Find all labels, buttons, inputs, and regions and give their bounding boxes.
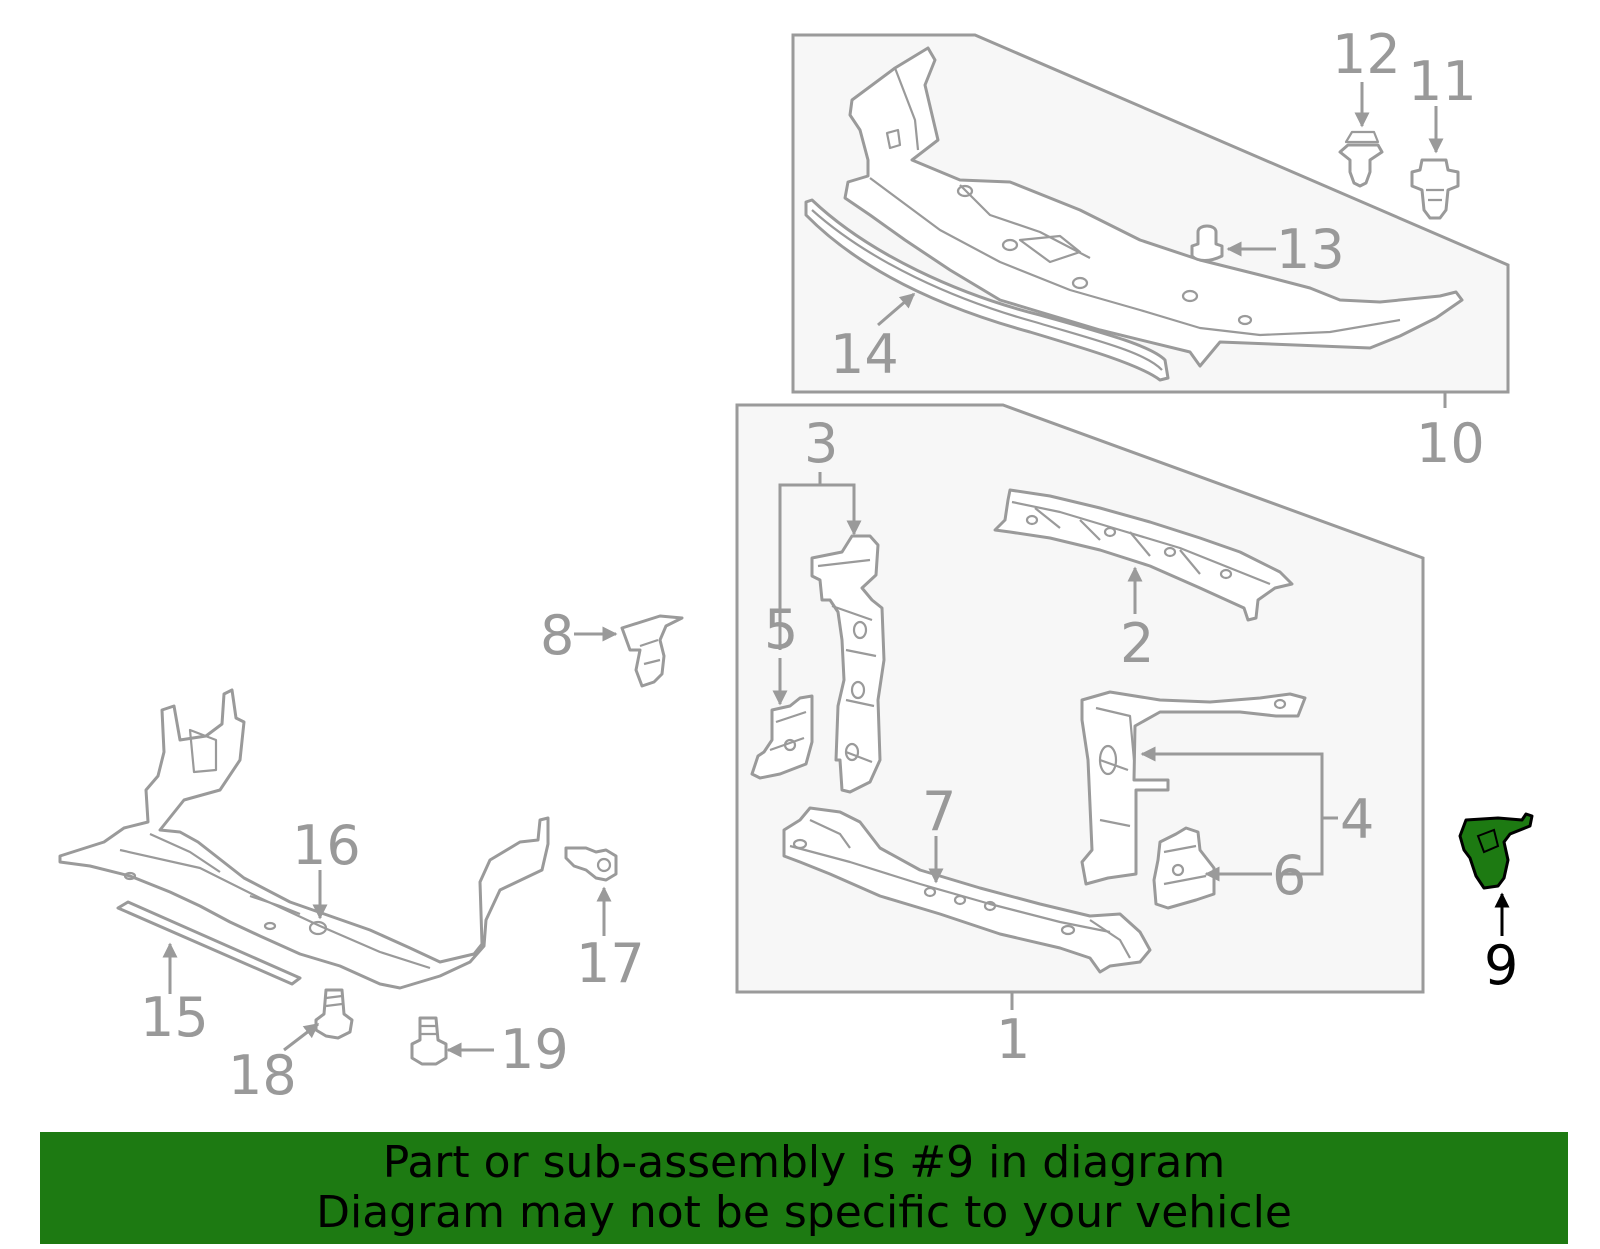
part-12-clip[interactable] bbox=[1338, 130, 1384, 188]
part-2-upper-support[interactable] bbox=[993, 488, 1294, 622]
callout-10: 10 bbox=[1416, 412, 1485, 475]
callout-14: 14 bbox=[830, 323, 899, 386]
callout-labels: 12 11 13 14 10 3 5 2 4 6 7 8 9 1 16 15 1… bbox=[140, 23, 1518, 1107]
callout-4: 4 bbox=[1340, 788, 1374, 851]
part-11-push-clip[interactable] bbox=[1410, 158, 1460, 220]
callout-1: 1 bbox=[996, 1008, 1030, 1071]
part-6-bracket[interactable] bbox=[1152, 826, 1216, 910]
callout-12: 12 bbox=[1332, 23, 1401, 86]
part-8-bracket[interactable] bbox=[620, 614, 684, 688]
part-14-seal-strip[interactable] bbox=[804, 198, 1170, 382]
callout-16: 16 bbox=[292, 814, 361, 877]
callout-11: 11 bbox=[1408, 50, 1477, 113]
info-banner: Part or sub-assembly is #9 in diagram Di… bbox=[40, 1132, 1568, 1244]
part-9-highlighted-bracket[interactable] bbox=[1458, 812, 1534, 890]
banner-line-1: Part or sub-assembly is #9 in diagram bbox=[382, 1137, 1226, 1188]
leader-lines bbox=[162, 82, 1510, 1058]
callout-7: 7 bbox=[922, 780, 956, 843]
callout-2: 2 bbox=[1120, 612, 1154, 675]
part-10-upper-cover[interactable] bbox=[843, 46, 1464, 368]
lower-assembly-box bbox=[735, 403, 1425, 1010]
callout-17: 17 bbox=[576, 932, 645, 995]
part-3-side-support[interactable] bbox=[810, 534, 886, 794]
callout-5: 5 bbox=[764, 598, 798, 661]
banner-line-2: Diagram may not be specific to your vehi… bbox=[316, 1187, 1292, 1238]
part-16-splash-shield[interactable] bbox=[58, 688, 550, 990]
callout-18: 18 bbox=[228, 1044, 297, 1107]
part-18-bolt[interactable] bbox=[314, 988, 354, 1040]
part-19-bolt[interactable] bbox=[410, 1016, 448, 1066]
callout-3: 3 bbox=[804, 412, 838, 475]
callout-9: 9 bbox=[1484, 934, 1518, 997]
part-4-side-support[interactable] bbox=[1080, 690, 1307, 886]
callout-8: 8 bbox=[540, 604, 574, 667]
part-15-strip[interactable] bbox=[116, 900, 302, 986]
callout-15: 15 bbox=[140, 986, 209, 1049]
part-17-clip[interactable] bbox=[564, 846, 618, 882]
part-13-grommet[interactable] bbox=[1190, 224, 1224, 262]
part-7-lower-crossmember[interactable] bbox=[782, 806, 1152, 974]
callout-13: 13 bbox=[1276, 218, 1345, 281]
part-5-bracket[interactable] bbox=[750, 694, 814, 780]
callout-19: 19 bbox=[500, 1018, 569, 1081]
callout-6: 6 bbox=[1272, 844, 1306, 907]
